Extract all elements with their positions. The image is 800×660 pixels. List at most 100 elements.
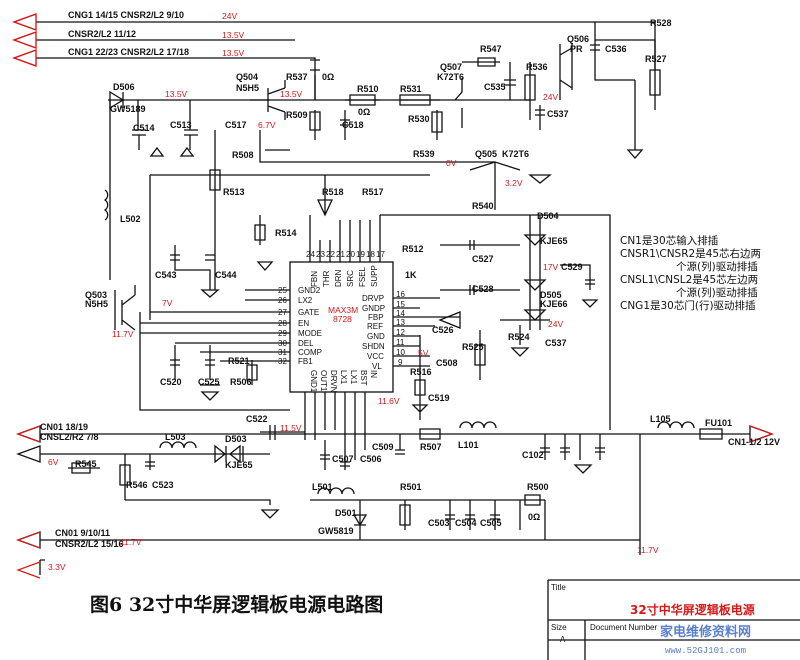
label-q504: Q504 [236, 72, 258, 82]
label-c528: C528 [472, 284, 494, 294]
label-r539: R539 [413, 149, 435, 159]
label-c518: C518 [342, 120, 364, 130]
label-r518: R518 [322, 187, 344, 197]
label-c529: C529 [561, 262, 583, 272]
label-q503: Q503 [85, 290, 107, 300]
voltage-24v-r: 24V [543, 92, 558, 102]
voltage-11v7-a: 11.7V [112, 329, 134, 339]
voltage-11v7-b: 11.7V [120, 537, 142, 547]
ic-pin-drvn: DRVN [329, 370, 338, 393]
titleblock-title-label: Title [551, 583, 566, 592]
label-r513: R513 [223, 187, 245, 197]
voltage-3v3: 3.3V [48, 562, 66, 572]
connector-top-2: CNSR2/L2 11/12 [68, 29, 136, 39]
ic-pin-gndp: GNDP [362, 304, 385, 313]
label-n5h5a: N5H5 [236, 83, 259, 93]
label-r530: R530 [408, 114, 430, 124]
ic-pin-num-26: 26 [278, 296, 287, 305]
ic-pin-drvp: DRVP [362, 294, 384, 303]
label-d505: D505 [540, 290, 562, 300]
label-r514: R514 [275, 228, 297, 238]
bottom-center [310, 440, 546, 540]
note-line-3: 个源(列)驱动排插 [676, 260, 758, 273]
label-r536: R536 [526, 62, 548, 72]
voltage-11v7-c: 11.7V [637, 545, 659, 555]
label-r512-value: 1K [405, 270, 417, 280]
ic-pin-gnd: GND [367, 332, 385, 341]
ic-pin-src: SRC [346, 270, 355, 287]
ic-pin-num-21: 21 [336, 250, 345, 259]
label-r512: R512 [402, 244, 424, 254]
label-c102: C102 [522, 450, 544, 460]
label-r521: R521 [228, 356, 250, 366]
label-r508: R508 [232, 150, 254, 160]
note-line-2: CNSR1\CNSR2是45芯右边两 [620, 247, 761, 260]
voltage-7v: 7V [162, 298, 173, 308]
label-r524: R524 [508, 332, 530, 342]
ic-pin-num-25: 25 [278, 286, 287, 295]
ic-pin-thr: THR [322, 270, 331, 287]
ic-number: 8728 [333, 314, 352, 324]
figure-caption: 图6 32寸中华屏逻辑板电源电路图 [90, 593, 383, 616]
titleblock-title: 32寸中华屏逻辑板电源 [630, 602, 755, 617]
label-kje65c: KJE65 [225, 460, 253, 470]
ic-outline [140, 215, 460, 460]
label-c505: C505 [480, 518, 502, 528]
label-r501: R501 [400, 482, 422, 492]
voltage-13v5-b: 13.5V [222, 48, 245, 58]
note-line-5: 个源(列)驱动排插 [676, 286, 758, 299]
ic-pin-lx1b: LX1 [349, 370, 358, 385]
ic-pin-fsel: FSEL [358, 266, 367, 287]
connector-top-1: CNG1 14/15 CNSR2/L2 9/10 [68, 10, 184, 20]
ic-pin-num-12: 12 [396, 328, 405, 337]
voltage-11v5: 11.5V [280, 423, 302, 433]
label-gw5819: GW5819 [318, 526, 354, 536]
note-line-6: CNG1是30芯门(行)驱动排插 [620, 299, 756, 312]
voltage-5v: 5V [418, 348, 429, 358]
ic-pin-mode: MODE [298, 329, 322, 338]
label-r540: R540 [472, 201, 494, 211]
label-c519: C519 [428, 393, 450, 403]
label-r510-value: 0Ω [358, 107, 370, 117]
ic-pin-num-15: 15 [396, 300, 405, 309]
label-l101: L101 [458, 440, 479, 450]
ic-pin-lx1a: LX1 [339, 370, 348, 385]
voltage-6v: 6V [48, 457, 59, 467]
label-r517: R517 [362, 187, 384, 197]
label-q505: Q505 [475, 149, 497, 159]
label-c543: C543 [155, 270, 177, 280]
connector-cn1: CN1-1/2 12V [728, 437, 780, 447]
label-c503: C503 [428, 518, 450, 528]
ic-pin-num-28: 28 [278, 319, 287, 328]
label-d504: D504 [537, 211, 559, 221]
label-r516: R516 [410, 367, 432, 377]
ic-pin-num-29: 29 [278, 329, 287, 338]
label-c537b: C537 [545, 338, 567, 348]
ic-pin-num-10: 10 [396, 348, 405, 357]
voltage-0v: 0V [446, 158, 457, 168]
ic-pin-gnd2: GND2 [298, 286, 321, 295]
label-c513: C513 [170, 120, 192, 130]
voltage-24v-top: 24V [222, 11, 237, 21]
label-r510: R510 [357, 84, 379, 94]
label-r525: R525 [462, 342, 484, 352]
label-d506: D506 [113, 82, 135, 92]
ic-pin-fbn: FBN [310, 271, 319, 287]
label-d501: D501 [335, 508, 357, 518]
label-r531: R531 [400, 84, 422, 94]
label-l502: L502 [120, 214, 141, 224]
label-c508: C508 [436, 358, 458, 368]
ic-pin-in: IN [369, 370, 378, 378]
red-accents [12, 13, 774, 579]
label-c522: C522 [246, 414, 268, 424]
label-c537a: C537 [547, 109, 569, 119]
mid-network [103, 100, 552, 320]
ic-pin-gnd1: GND1 [309, 370, 318, 393]
label-fu101: FU101 [705, 418, 732, 428]
ic-pin-lx2: LX2 [298, 296, 313, 305]
label-q506: Q506 [567, 34, 589, 44]
label-r537-value: 0Ω [322, 72, 334, 82]
voltage-24v-b: 24V [548, 319, 563, 329]
ic-pin-bst: BST [359, 370, 368, 386]
